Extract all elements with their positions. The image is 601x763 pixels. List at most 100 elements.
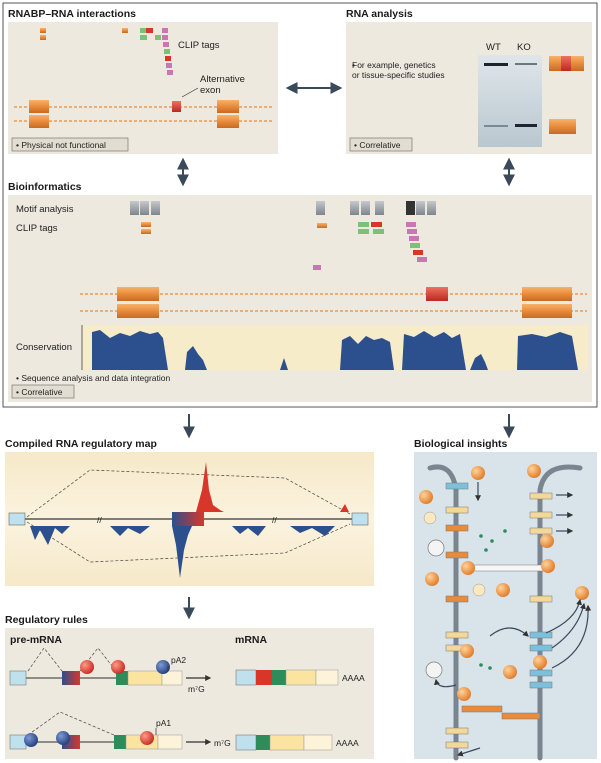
panel-title: Bioinformatics [8,181,82,193]
map-peak-negative [232,526,266,536]
protein [471,466,485,480]
mrna-exon [303,734,333,751]
ligand-dot [479,663,483,667]
panel-title: Compiled RNA regulatory map [5,438,157,450]
clip-tag [122,28,128,33]
cap-label: m⁷G [188,684,205,694]
panel-title: RNA analysis [346,8,413,20]
exon [217,100,239,113]
badge [11,384,75,399]
flow-arrow [551,602,586,649]
clip-tag [162,35,168,40]
panel-bioinformatics: Bioinformatics Motif analysis CLIP tags [8,181,592,402]
motif-box [140,201,149,215]
motif-box [416,201,425,215]
clip-tag [358,222,369,227]
badge [349,137,413,152]
flow-arrow [551,604,592,669]
exon [522,304,572,318]
isoform-exon [563,119,576,134]
isoform-exon [549,56,561,71]
flow-arrow [456,747,481,757]
motif-box [361,201,370,215]
flow-arrow [545,598,582,634]
protein [575,586,589,600]
gel-band [484,63,508,66]
junction [461,705,503,713]
bullet-text: • Sequence analysis and data integration [16,373,170,383]
membrane-left [427,464,459,761]
clip-tag [167,70,173,75]
map-peak-positive [196,462,224,512]
mrna-exon [285,669,317,686]
clip-tags-label: CLIP tags [16,223,58,234]
panel-bg [346,22,592,154]
mrna-exon [315,669,339,686]
exon-box [116,671,128,685]
receptor [529,511,553,519]
polya-label: AAAA [336,738,359,748]
clip-tag [140,35,147,40]
receptor [445,595,469,603]
vesicle [472,583,486,597]
clip-tag [406,222,416,227]
receptor [529,631,553,639]
protein [461,561,475,575]
motif-box [427,201,436,215]
mrna-exon [235,734,257,751]
receptor [445,741,469,749]
rnabp-blue [156,660,170,674]
protein [496,583,510,597]
rnabp-red [140,731,154,745]
protein [540,534,554,548]
alternative-exon [172,512,204,526]
mrna-exon [272,670,286,685]
flow-arrow [434,678,457,688]
receptor [529,595,553,603]
clip-tags-label: CLIP tags [178,40,220,51]
receptor [529,644,553,652]
clip-tag [407,229,417,234]
receptor [445,524,469,532]
panel-bg [414,452,597,759]
alternative-exon [62,671,80,685]
exon-box [351,512,369,526]
splice-path [26,469,351,518]
ligand-dot [488,666,492,670]
map-peak-negative [30,526,70,545]
motif-box [406,201,415,215]
clip-tag [358,229,369,234]
alt-exon-pointer [181,87,199,98]
gel-band [515,63,537,65]
badge-text: • Correlative [16,387,63,397]
receptor [529,669,553,677]
pa2-label: pA2 [171,655,186,665]
gel-band [484,125,508,127]
exon-box [127,670,163,686]
exon [217,115,239,128]
lane-label-ko: KO [517,42,531,53]
protein [425,572,439,586]
gel-band [515,124,537,127]
receptor [529,492,553,500]
flow-arrow [489,627,529,637]
protein [527,464,541,478]
protein [419,490,433,504]
clip-tag [317,223,327,228]
clip-tag [410,243,420,248]
conservation-peak [92,330,168,370]
panel-biological-insights: Biological insights [414,438,597,761]
clip-tag [162,28,168,33]
exon [29,100,49,113]
exon [117,287,159,301]
conservation-peak [517,332,578,370]
break-mark: // [272,515,277,525]
conservation-peak [280,358,288,370]
polya-label: AAAA [342,673,365,683]
rnabp-blue [24,733,38,747]
protein [460,644,474,658]
rnabp-red [111,660,125,674]
map-peak-negative [172,526,192,578]
exon-box [161,670,183,686]
gel [478,55,542,147]
